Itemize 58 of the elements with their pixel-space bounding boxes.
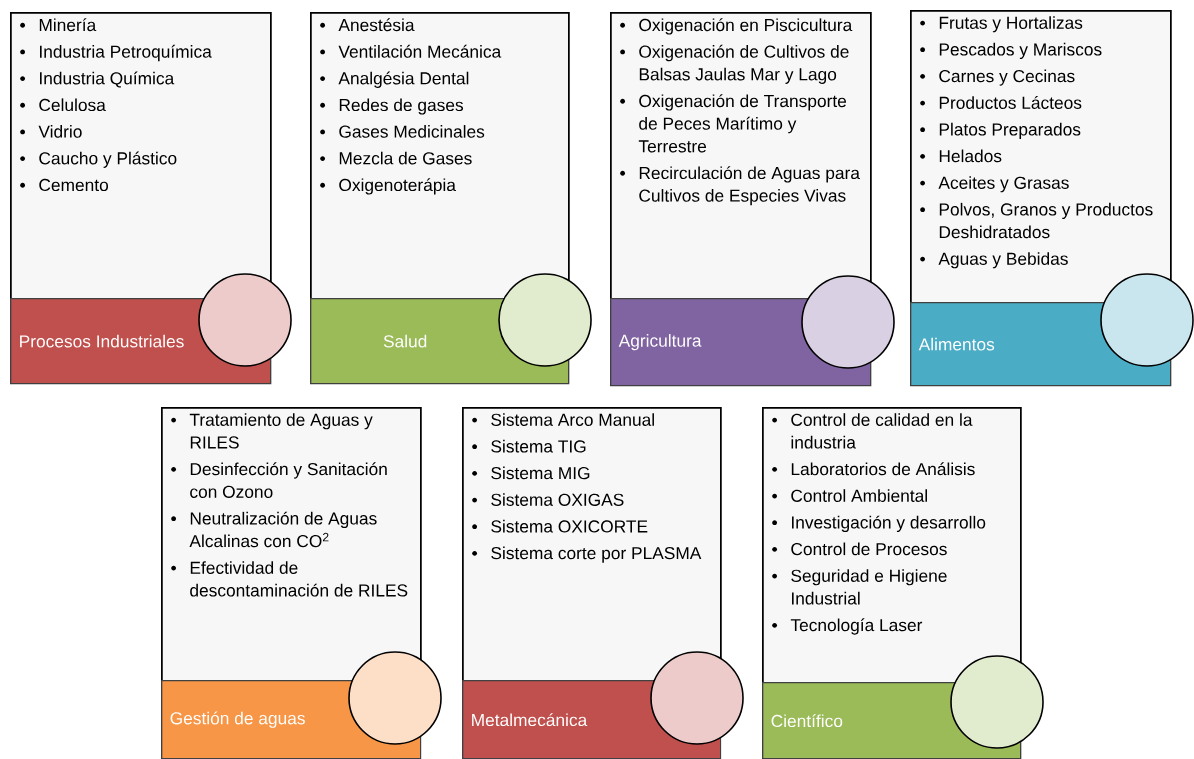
bullet-item: Investigación y desarrollo xyxy=(772,515,986,532)
bullet-item: Carnes y Cecinas xyxy=(920,69,1075,86)
glass-circle xyxy=(498,273,592,367)
glass-circle xyxy=(950,655,1044,749)
bullet-item: Polvos, Granos y Productos Deshidratados xyxy=(920,202,1153,239)
card-box xyxy=(161,407,422,682)
bullet-item: Caucho y Plástico xyxy=(20,151,177,168)
card-box xyxy=(910,10,1172,304)
bullet-item: Analgésia Dental xyxy=(320,71,469,88)
glass-circle xyxy=(348,651,442,745)
bullet-item: Tecnología Laser xyxy=(772,618,923,635)
bullet-item: Helados xyxy=(920,149,1002,163)
bullet-item: Control de Procesos xyxy=(772,542,947,556)
bullet-item: Recirculación de Aguas para Cultivos de Especies Vivas xyxy=(620,166,860,206)
bullet-item: Vidrio xyxy=(20,125,82,138)
bullet-item: Industria Petroquímica xyxy=(20,44,212,62)
bullet-item: Sistema OXICORTE xyxy=(472,519,648,533)
bullet-item: Oxigenación de Cultivos de Balsas Jaulas Mar y Lago xyxy=(620,44,849,84)
bullet-item: Tratamiento de Aguas y RILES xyxy=(171,413,373,449)
bullet-item: Control de calidad en la industria xyxy=(772,413,973,449)
card-box xyxy=(610,12,872,300)
bullet-item: Desinfección y Sanitación con Ozono xyxy=(171,462,387,498)
glass-circle xyxy=(198,273,292,367)
bullet-item: Industria Química xyxy=(20,71,175,88)
bullet-item: Cemento xyxy=(20,178,108,192)
bullet-item: Frutas y Hortalizas xyxy=(920,16,1083,33)
bullet-item: Oxigenoterápia xyxy=(320,178,456,195)
bullet-item: Celulosa xyxy=(20,98,106,112)
bullet-item: Mezcla de Gases xyxy=(320,151,472,165)
bullet-item: Sistema MIG xyxy=(472,466,590,480)
bullet-item: Neutralización de Aguas Alcalinas con CO$^{2}$ xyxy=(171,511,377,548)
bullet-item: Sistema Arco Manual xyxy=(472,413,654,426)
bullet-item: Efectividad de descontaminación de RILES xyxy=(171,561,408,597)
bullet-item: Seguridad e Higiene Industrial xyxy=(772,569,947,605)
bullet-item: Platos Preparados xyxy=(920,122,1081,139)
bullet-item: Gases Medicinales xyxy=(320,125,485,138)
bullet-item: Aceites y Grasas xyxy=(920,176,1069,193)
bullet-item: Sistema TIG xyxy=(472,439,586,453)
bullet-item: Aguas y Bebidas xyxy=(920,252,1068,269)
bullet-item: Sistema corte por PLASMA xyxy=(472,546,702,563)
glass-circle xyxy=(650,651,744,745)
card-box xyxy=(10,12,272,300)
bullet-item: Sistema OXIGAS xyxy=(472,493,624,506)
bullet-item: Anestésia xyxy=(320,18,415,32)
bullet-item: Pescados y Mariscos xyxy=(920,42,1102,59)
bullet-item: Oxigenación en Piscicultura xyxy=(620,18,853,35)
glass-circle xyxy=(801,275,895,369)
bullet-item: Productos Lácteos xyxy=(920,96,1082,109)
card-box xyxy=(462,407,722,682)
bullet-item: Ventilación Mecánica xyxy=(320,44,502,58)
bullet-item: Control Ambiental xyxy=(772,489,927,502)
card-box xyxy=(310,12,570,300)
bullet-item: Laboratorios de Análisis xyxy=(772,462,975,476)
bullet-item: Minería xyxy=(20,18,97,32)
bullet-item: Redes de gases xyxy=(320,98,464,115)
glass-circle xyxy=(1100,273,1194,367)
card-box xyxy=(762,407,1022,684)
bullet-item: Oxigenación de Transporte de Peces Marítimo y Terrestre xyxy=(620,94,847,153)
